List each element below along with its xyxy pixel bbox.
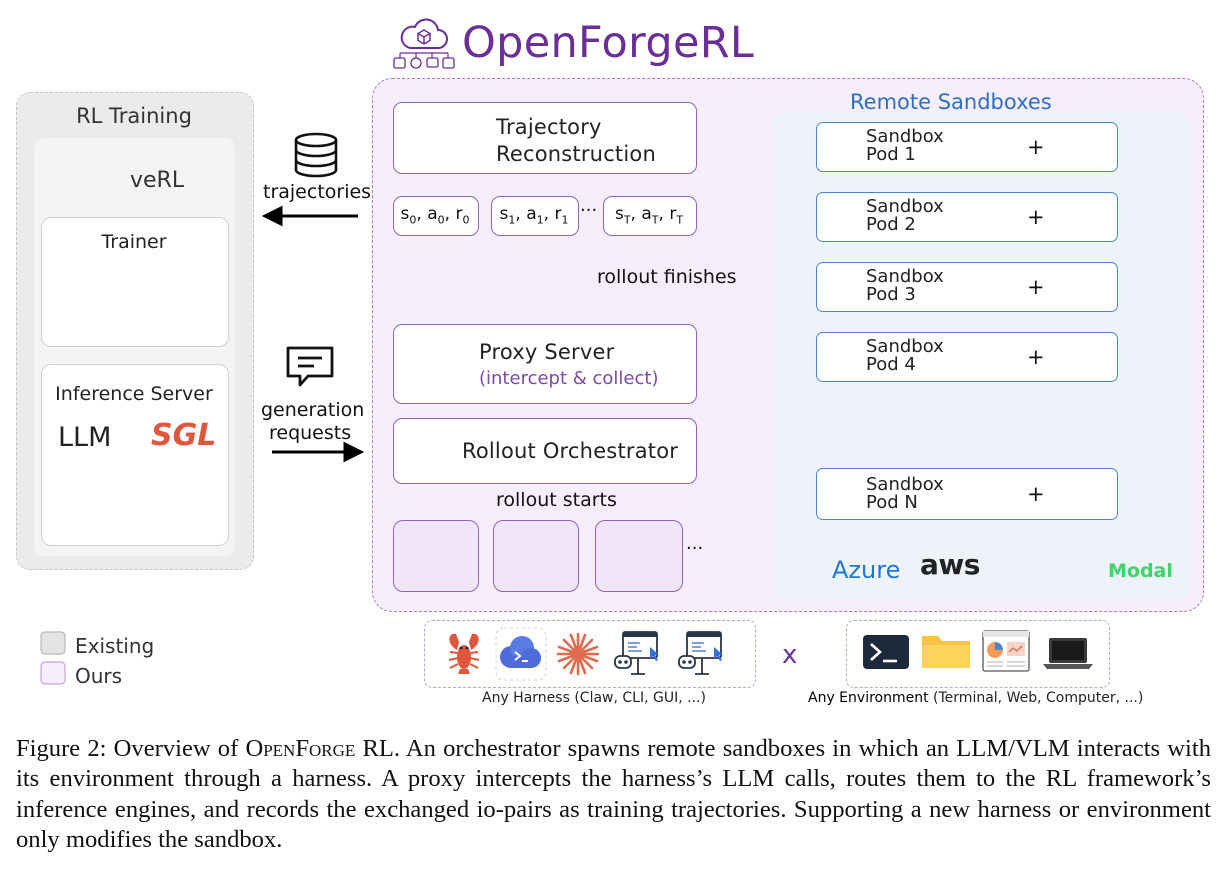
rollout-pod-box (393, 520, 479, 592)
rollout-pod-box (493, 520, 579, 592)
sandbox-pod-1-box (816, 122, 1118, 172)
azure-label: Azure (832, 556, 901, 584)
inference-server-box (41, 364, 229, 546)
rollout-starts-label: rollout starts (496, 489, 617, 511)
any-environment-box (846, 620, 1110, 688)
requests-label: requests (269, 422, 352, 444)
state-tuple-0: s0, a0, r0 (400, 204, 470, 227)
plus-sign: + (1027, 345, 1045, 369)
trajectory-reconstruction-box (393, 102, 697, 174)
sandbox-pod-2-box (816, 192, 1118, 242)
legend-existing-label: Existing (75, 634, 155, 658)
trajectory-label-line2: Reconstruction (496, 142, 656, 166)
inference-server-label: Inference Server (55, 383, 213, 405)
sandbox-pod-4-box (816, 332, 1118, 382)
openforge-logo-icon (393, 18, 455, 69)
page-title: OpenForgeRL (462, 18, 755, 68)
chat-bubble-icon (286, 346, 334, 387)
sgl-label: SGL (151, 418, 217, 453)
verl-label: veRL (130, 168, 185, 193)
trainer-label: Trainer (101, 231, 167, 253)
sandbox-pod-n-box (816, 468, 1118, 520)
rollout-pods-ellipsis: ··· (686, 538, 704, 559)
times-sign: x (782, 640, 798, 670)
trajectories-label: trajectories (263, 181, 372, 203)
remote-sandboxes-title: Remote Sandboxes (850, 90, 1052, 114)
plus-sign: + (1027, 205, 1045, 229)
state-tuple-t: sT, aT, rT (614, 204, 684, 227)
sandbox-pod-3-box (816, 262, 1118, 312)
proxy-server-box (393, 324, 697, 404)
modal-label: Modal (1108, 560, 1173, 582)
state-box-1 (491, 196, 579, 236)
plus-sign: + (1027, 135, 1045, 159)
rollout-orchestrator-label: Rollout Orchestrator (462, 439, 679, 463)
trajectory-label-line1: Trajectory (496, 115, 602, 139)
rollout-orchestrator-box (393, 418, 697, 484)
rollout-finishes-label: rollout finishes (597, 266, 737, 288)
state-box-t (603, 196, 697, 236)
proxy-server-subtitle: (intercept & collect) (479, 368, 659, 389)
vllm-label: LLM (58, 422, 112, 453)
rl-training-title: RL Training (76, 104, 192, 128)
plus-sign: + (1027, 275, 1045, 299)
proxy-server-title: Proxy Server (479, 340, 615, 364)
rollout-pod-box (595, 520, 683, 592)
plus-sign: + (1027, 482, 1045, 506)
figure-caption: Figure 2: Overview of OpenForge RL. An o… (16, 735, 1211, 854)
database-icon (294, 132, 338, 178)
trainer-box (41, 217, 229, 347)
any-harness-box (424, 620, 756, 688)
aws-label: aws (920, 548, 980, 581)
legend-existing-swatch (40, 631, 66, 655)
state-box-0 (393, 196, 479, 236)
state-tuple-1: s1, a1, r1 (499, 204, 569, 227)
legend-ours-label: Ours (75, 664, 123, 688)
any-harness-label: Any Harness (Claw, CLI, GUI, ...) (482, 690, 706, 706)
state-ellipsis: ··· (580, 200, 598, 221)
generation-label: generation (261, 399, 365, 421)
legend-ours-swatch (40, 661, 66, 685)
any-environment-label: Any Environment (Terminal, Web, Computer… (808, 690, 1144, 706)
